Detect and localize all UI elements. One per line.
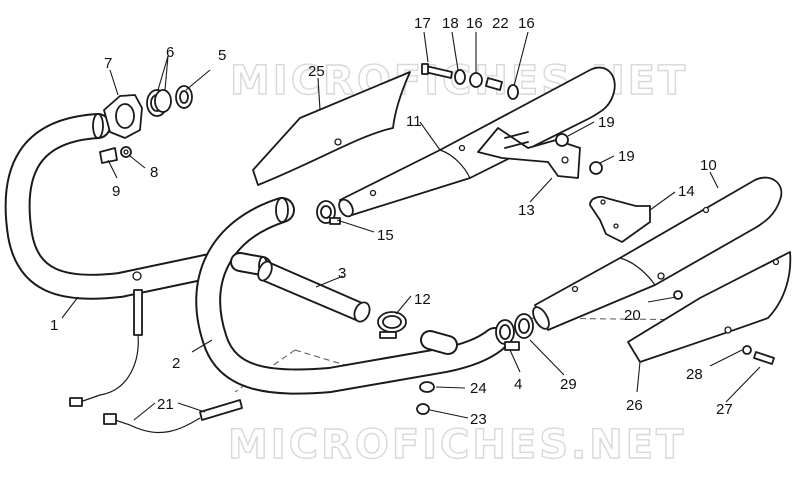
callout-17: 17	[414, 15, 431, 32]
callout-5: 5	[218, 47, 226, 64]
part-10-lower-silencer	[532, 176, 783, 331]
callout-2: 2	[172, 355, 180, 372]
callout-24: 24	[470, 380, 487, 397]
part-13-silencer-bracket	[477, 127, 581, 179]
callout-16-a: 16	[466, 15, 483, 32]
callout-19-a: 19	[598, 114, 615, 131]
callout-27: 27	[716, 401, 733, 418]
part-12-clamp	[377, 311, 407, 339]
callout-22: 22	[492, 15, 509, 32]
part-8-nut	[120, 146, 132, 158]
callout-10: 10	[700, 157, 717, 174]
callout-6: 6	[166, 44, 174, 61]
callout-12: 12	[414, 291, 431, 308]
part-17-bolt	[421, 63, 453, 79]
part-14-mounting-bracket	[589, 195, 651, 243]
part-2-right-header-pipe	[195, 197, 508, 395]
part-16-spacer-a	[469, 72, 483, 88]
callout-21: 21	[157, 396, 174, 413]
part-20-washer	[673, 290, 683, 300]
part-23-nut	[416, 403, 430, 415]
callout-20: 20	[624, 307, 641, 324]
callout-26: 26	[626, 397, 643, 414]
callout-14: 14	[678, 183, 695, 200]
part-22-sleeve	[485, 77, 503, 91]
callout-4: 4	[514, 376, 522, 393]
callout-8: 8	[150, 164, 158, 181]
part-4-clamp	[495, 319, 520, 351]
part-19-nut-a	[555, 133, 569, 147]
part-5-gasket	[175, 85, 193, 109]
callout-25: 25	[308, 63, 325, 80]
part-21-oxygen-sensors	[69, 289, 243, 434]
callout-19-b: 19	[618, 148, 635, 165]
part-11-upper-silencer	[338, 66, 616, 218]
part-9-stud	[99, 147, 118, 164]
part-26-lower-heat-shield	[627, 251, 792, 363]
part-18-washer	[454, 69, 466, 85]
leader-lines	[61, 31, 761, 421]
part-6-springs	[146, 89, 172, 117]
part-15-clamp	[316, 200, 341, 225]
part-27-bolt	[753, 351, 775, 365]
part-28-washer	[742, 345, 752, 355]
callout-28: 28	[686, 366, 703, 383]
callout-3: 3	[338, 265, 346, 282]
callout-16-b: 16	[518, 15, 535, 32]
callout-29: 29	[560, 376, 577, 393]
dashed-guide-2	[294, 349, 346, 366]
part-7-flange	[103, 94, 143, 139]
part-16-spacer-b	[507, 84, 519, 100]
part-25-upper-heat-shield	[252, 71, 411, 186]
callout-15: 15	[377, 227, 394, 244]
callout-13: 13	[518, 202, 535, 219]
callout-18: 18	[442, 15, 459, 32]
callout-7: 7	[104, 55, 112, 72]
callout-labels: 1 2 3 4 5 6 7 8 9 10 11 12 13 14 15 16 1…	[50, 15, 733, 428]
part-3-connecting-tube	[257, 260, 371, 323]
watermark-bottom: MICROFICHES.NET	[228, 422, 686, 468]
part-29-gasket-ring	[514, 313, 534, 339]
part-24-washer	[419, 381, 435, 393]
callout-9: 9	[112, 183, 120, 200]
part-1-left-header-pipe	[4, 113, 228, 300]
part-19-nut-b	[589, 161, 603, 175]
callout-23: 23	[470, 411, 487, 428]
callout-1: 1	[50, 317, 58, 334]
callout-11: 11	[406, 113, 422, 130]
